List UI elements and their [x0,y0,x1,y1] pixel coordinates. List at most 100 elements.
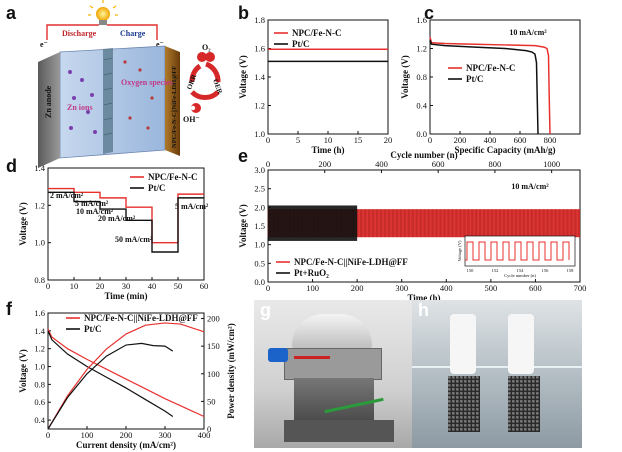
x-tick-label-d: 60 [200,281,209,291]
x-tick-label-c: 600 [514,135,527,145]
x-tick-label-d: 20 [96,281,105,291]
y-tick-label-f: 1.0 [34,362,45,372]
y2-tick-label-f: 200 [207,314,220,324]
photo-h: h [412,300,582,448]
series-line-f-0 [47,328,205,418]
zn-anode-label: Zn anode [44,85,53,118]
y-axis-label-e: Voltage (V) [238,204,248,247]
zn-ion-dots [68,70,97,134]
x-tick-label-e: 600 [529,283,542,293]
step-label-d: 50 mA/cm² [115,235,153,244]
x-tick-label-b: 5 [296,135,300,145]
y-tick-label-c: 0.8 [416,72,427,82]
oxygen-dots [123,60,154,130]
x-tick-label-e: 400 [440,283,453,293]
device-frame [284,348,382,380]
y-tick-label-f: 1.6 [34,308,45,318]
y-tick-label-b: 1.0 [254,129,265,139]
legend-label-d: Pt/C [148,183,166,193]
y-tick-label-f: 0.4 [34,415,45,425]
step-label-d: 5 mA/cm² [175,202,209,211]
blue-clip [268,348,288,362]
x2-tick-label-e: 400 [375,159,388,169]
x2-tick-label-e: 1000 [543,159,560,169]
x-axis-label-c: Specific Capacity (mAh/g) [455,145,556,155]
o2-label: O₂ [202,43,211,52]
inset-x-tick-e: 154 [517,268,525,273]
x-tick-label-c: 200 [454,135,467,145]
y-tick-label-e: 1.0 [254,240,265,250]
orr-label: ORR [185,72,198,90]
inset-x-tick-e: 150 [467,268,475,273]
step-label-d: 20 mA/cm² [98,214,136,223]
y-tick-label-d: 1.4 [34,163,45,173]
plot-frame-c [429,19,581,135]
x-tick-label-e: 0 [266,283,270,293]
y-tick-label-e: 2.0 [254,202,265,212]
y-tick-label-b: 1.8 [254,15,265,25]
series-line-f-3 [47,342,174,430]
x-tick-label-b: 20 [384,135,393,145]
x-tick-label-d: 40 [148,281,157,291]
inset-series-e [465,241,570,261]
x-axis-label-f: Current density (mA/cm²) [76,440,176,450]
series-band-e-1 [268,205,358,241]
x-tick-label-b: 10 [324,135,333,145]
panel-label-c: c [424,3,434,23]
x-tick-label-f: 200 [120,430,133,440]
x-tick-label-e: 100 [306,283,319,293]
x-tick-label-d: 30 [122,281,131,291]
series-line-d-1 [48,191,204,253]
x-tick-label-e: 500 [484,283,497,293]
oxygen-species-label-1: Oxygen species [121,78,173,87]
inset-x-tick-e: 158 [567,268,575,273]
y-tick-label-d: 1.0 [34,238,45,248]
step-label-d: 5 mA/cm² [75,199,109,208]
legend-label-c: NPC/Fe-N-C [466,63,515,73]
circuit-wire [46,24,158,40]
series-line-c-0 [429,36,551,135]
y-tick-label-b: 1.6 [254,44,265,54]
legend-label-b: NPC/Fe-N-C [292,28,341,38]
electron-left: e⁻ [40,40,48,49]
series-line-f-2 [47,322,205,430]
panel-label-e: e [238,146,248,166]
separator [103,48,113,154]
x-tick-label-c: 0 [428,135,432,145]
y-tick-label-c: 0.0 [416,129,427,139]
y-axis-label-f: Voltage (V) [18,349,28,392]
inset-xlabel-e: Cycle number (n) [504,273,536,278]
legend-label-d: NPC/Fe-N-C [148,172,197,182]
x-tick-label-d: 0 [46,281,50,291]
zn-ions-label: Zn ions [67,103,93,112]
y2-tick-label-f: 0 [207,424,211,434]
panel-label-h: h [418,300,429,320]
red-wire [294,356,330,359]
legend-label-e: NPC/Fe-N-C||NiFe-LDH@FF [294,257,408,267]
y-axis-label-d: Voltage (V) [18,202,28,245]
x-tick-label-e: 300 [395,283,408,293]
x-tick-label-f: 400 [198,430,211,440]
x-tick-label-d: 10 [70,281,79,291]
inset-x-tick-e: 156 [542,268,550,273]
x-tick-label-c: 400 [484,135,497,145]
series-line-f-1 [47,330,174,418]
legend-label-b: Pt/C [292,39,310,49]
y-tick-label-f: 1.2 [34,344,45,354]
x2-tick-label-e: 600 [432,159,445,169]
y-axis-label-b: Voltage (V) [238,55,248,98]
zn-anode [38,52,60,168]
panel-label-f: f [6,299,13,319]
x-tick-label-d: 50 [174,281,183,291]
foam-right [508,376,540,432]
y-tick-label-b: 1.2 [254,101,265,111]
y-tick-label-e: 0.5 [254,258,265,268]
discharge-label: Discharge [62,29,97,38]
orr-oer-cycle [189,52,221,113]
legend-label-f: NPC/Fe-N-C||NiFe-LDH@FF [84,313,198,323]
y-tick-label-f: 1.4 [34,326,45,336]
